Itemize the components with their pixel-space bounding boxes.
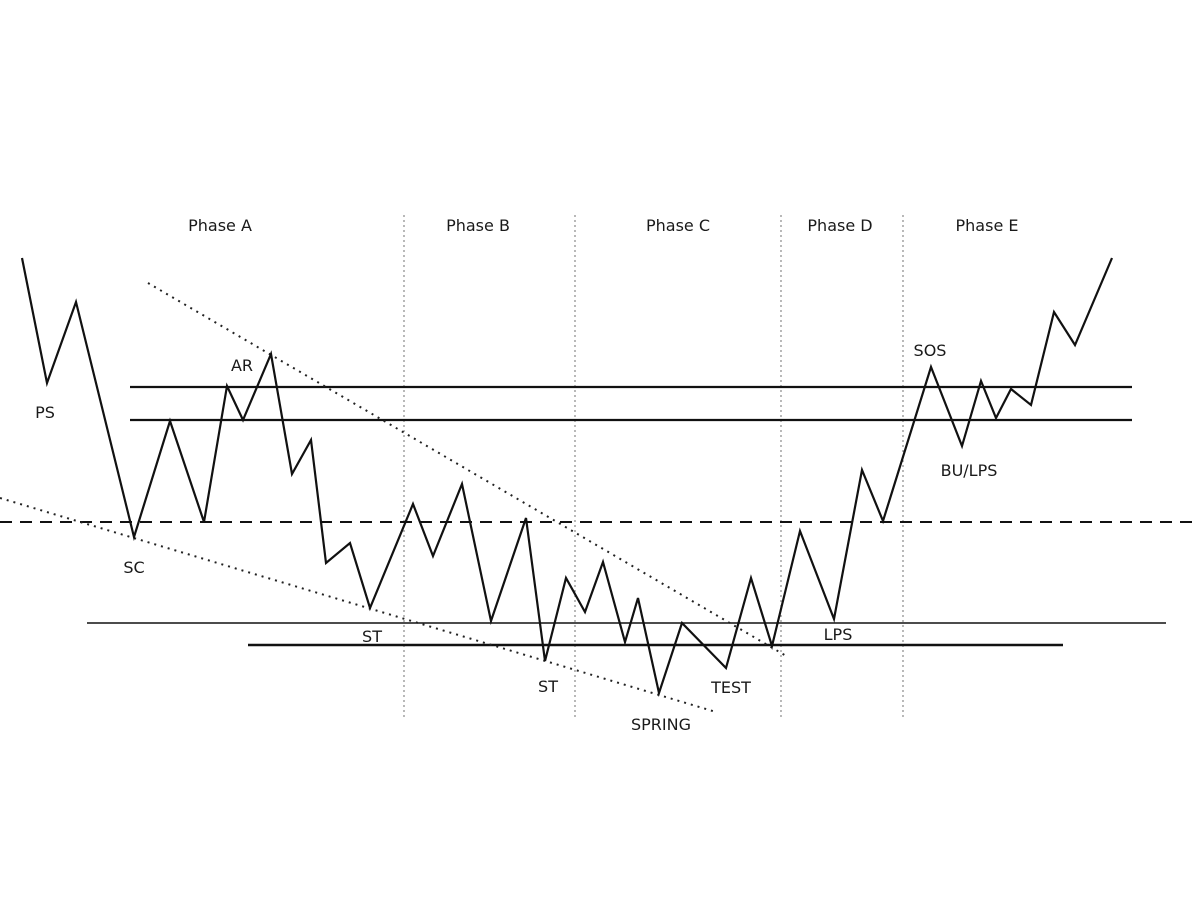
phase-label-c: Phase C: [646, 216, 710, 235]
event-label-bu-lps: BU/LPS: [941, 461, 998, 480]
event-label-sc: SC: [123, 558, 144, 577]
event-label-lps: LPS: [824, 625, 853, 644]
event-label-st-2: ST: [538, 677, 558, 696]
event-label-test: TEST: [710, 678, 751, 697]
phase-label-d: Phase D: [807, 216, 872, 235]
downtrend-channel-lower: [0, 497, 717, 713]
event-label-ps: PS: [35, 403, 55, 422]
phase-label-a: Phase A: [188, 216, 252, 235]
phase-label-b: Phase B: [446, 216, 510, 235]
price-path: [20, 257, 1114, 698]
event-label-sos: SOS: [914, 341, 947, 360]
event-label-ar: AR: [231, 356, 253, 375]
event-label-spring: SPRING: [631, 715, 691, 734]
phase-label-e: Phase E: [956, 216, 1019, 235]
downtrend-channel-upper: [147, 282, 789, 658]
event-label-st-1: ST: [362, 627, 382, 646]
